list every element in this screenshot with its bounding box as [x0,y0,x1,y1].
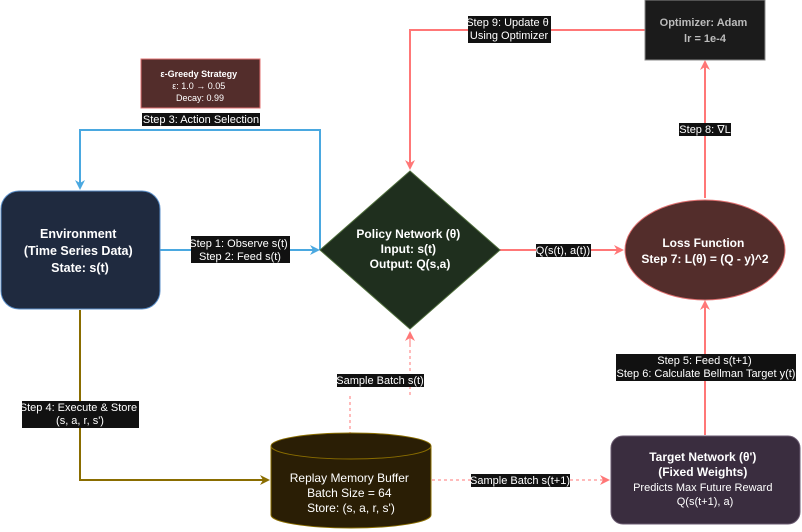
label-step6-text: Step 6: Calculate Bellman Target y(t) [617,368,796,380]
environment-title: Environment [40,227,117,241]
target-description: Predicts Max Future Reward [633,482,772,494]
optimizer-label: Optimizer: Adam lr = 1e-4 [660,17,751,45]
strategy-epsilon: ε: 1.0 → 0.05 [172,81,225,91]
replay-memory-label: Replay Memory Buffer Batch Size = 64 Sto… [290,471,413,515]
label-step4: Step 4: Execute & Store (s, a, r, s') [20,401,140,428]
label-step4-sub-text: (s, a, r, s') [56,415,104,427]
policy-title: Policy Network (θ) [356,227,460,241]
label-step9: Step 9: Update θ Using Optimizer [466,16,552,43]
policy-network-label: Policy Network (θ) Input: s(t) Output: Q… [356,227,463,271]
replay-title: Replay Memory Buffer [290,471,409,485]
label-sample-batch-st1-text: Sample Batch s(t+1) [470,475,570,487]
strategy-title: ε-Greedy Strategy [160,69,237,79]
policy-network-node [319,170,501,330]
loss-formula: Step 7: L(θ) = (Q - y)^2 [641,252,768,266]
label-step9-text: Step 9: Update θ [466,17,549,29]
label-step1-text: Step 1: Observe s(t) [189,238,287,250]
replay-store: Store: (s, a, r, s') [307,501,395,515]
edge-action-selection [75,129,321,250]
environment-state: State: s(t) [51,261,109,275]
environment-label: Environment (Time Series Data) State: s(… [24,227,136,275]
environment-subtitle: (Time Series Data) [24,244,133,258]
label-step3: Step 3: Action Selection [142,113,260,126]
loss-function-label: Loss Function Step 7: L(θ) = (Q - y)^2 [641,236,768,266]
epsilon-greedy-node [140,58,261,109]
label-sample-batch-st1: Sample Batch s(t+1) [470,474,570,487]
policy-output: Output: Q(s,a) [370,257,451,271]
label-q-output-text: Q(s(t), a(t)) [536,245,590,257]
environment-node [0,190,161,310]
svg-text:Step 1: Observe s(t) Ste: Step 1: Observe s(t) Step 2: Feed s(t) [189,238,291,263]
label-step8-text: Step 8: ∇L [679,124,730,136]
label-step1-2: Step 1: Observe s(t) Step 2: Feed s(t) [189,236,291,263]
label-sample-batch-st-text: Sample Batch s(t) [336,375,423,387]
strategy-decay: Decay: 0.99 [176,93,224,103]
optimizer-lr: lr = 1e-4 [684,33,727,45]
epsilon-greedy-label: ε-Greedy Strategy ε: 1.0 → 0.05 Decay: 0… [160,69,239,103]
edge-sample-batch-st [349,332,411,435]
optimizer-node [644,0,766,61]
label-step2-text: Step 2: Feed s(t) [199,251,281,263]
svg-text:Step 4: Execute & Store: Step 4: Execute & Store (s, a, r, s') [20,402,140,427]
loss-title: Loss Function [662,236,744,250]
label-step4-text: Step 4: Execute & Store [20,402,137,414]
label-step5-6: Step 5: Feed s(t+1) Step 6: Calculate Be… [616,354,796,381]
label-step8: Step 8: ∇L [679,123,731,136]
target-title: Target Network (θ') [649,450,756,464]
replay-batch-size: Batch Size = 64 [307,486,392,500]
label-sample-batch-st: Sample Batch s(t) [336,374,424,387]
edge-execute-store [79,310,270,485]
optimizer-title: Optimizer: Adam [660,17,748,29]
svg-text:Step 5: Feed s(t+1) Step: Step 5: Feed s(t+1) Step 6: Calculate Be… [617,355,796,380]
target-network-node [610,435,801,525]
label-step5-text: Step 5: Feed s(t+1) [657,355,751,367]
target-network-label: Target Network (θ') (Fixed Weights) Pred… [633,448,777,508]
label-q-output: Q(s(t), a(t)) [536,244,591,257]
target-q: Q(s(t+1), a) [677,496,734,508]
label-step9-sub-text: Using Optimizer [470,30,549,42]
edge-update-theta [405,29,645,170]
label-step3-text: Step 3: Action Selection [143,114,259,126]
policy-input: Input: s(t) [381,242,436,256]
target-subtitle: (Fixed Weights) [658,465,747,479]
loss-function-node [624,199,786,301]
replay-memory-node [270,432,432,529]
svg-text:Step 9: Update θ Using O: Step 9: Update θ Using Optimizer [466,17,552,42]
